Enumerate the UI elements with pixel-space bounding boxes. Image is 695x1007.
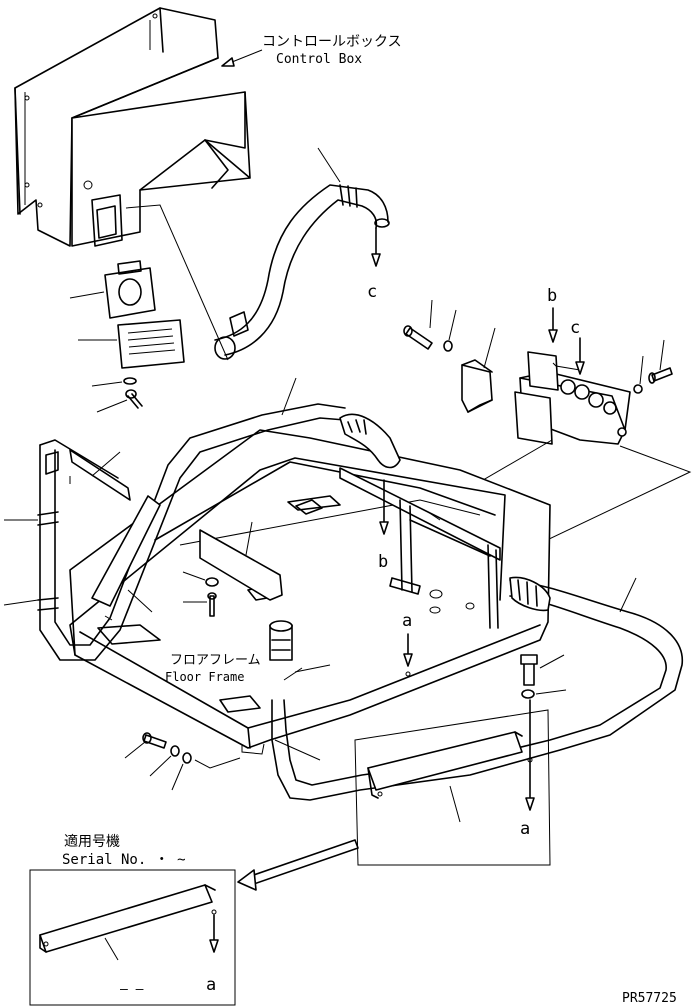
arrow-down-icon bbox=[209, 939, 219, 953]
ref-label-c-upper: c bbox=[367, 282, 377, 302]
ref-label-a-detail: a bbox=[520, 819, 530, 839]
control-box-label-jp: コントロールボックス bbox=[262, 34, 402, 50]
washer-left bbox=[443, 309, 457, 352]
arrow-down-icon bbox=[548, 329, 558, 343]
left-hose-leader-2 bbox=[3, 599, 39, 606]
arrow-down-icon bbox=[403, 653, 413, 667]
bolt-left bbox=[403, 299, 433, 350]
support-stand bbox=[339, 467, 501, 629]
air-grille-upper bbox=[69, 260, 156, 319]
duct-connection-leader bbox=[125, 204, 229, 361]
arrow-down-icon bbox=[525, 797, 535, 811]
washer-bolt-center bbox=[182, 571, 219, 617]
mounting-bracket bbox=[461, 327, 496, 413]
serial-label-en: Serial No. ・ ~ bbox=[62, 852, 186, 868]
arrow-down-icon bbox=[379, 521, 389, 535]
floor-frame-label-jp: フロアフレーム bbox=[170, 653, 261, 668]
detail-box-frame bbox=[354, 709, 551, 866]
frame-cover-center bbox=[199, 521, 283, 601]
valve-block bbox=[514, 351, 631, 445]
detail-part-number: – – bbox=[120, 982, 144, 997]
bolt-right bbox=[648, 339, 673, 384]
serial-label-jp: 適用号機 bbox=[64, 833, 120, 850]
ref-label-a-frame: a bbox=[402, 611, 412, 631]
air-grille-louvered bbox=[78, 319, 185, 369]
serial-detail-arrow bbox=[237, 839, 359, 891]
ref-label-a-serial: a bbox=[206, 975, 216, 995]
ref-label-b-upper: b bbox=[547, 286, 557, 306]
washer-right bbox=[633, 355, 644, 394]
ref-label-b-lower: b bbox=[378, 552, 388, 572]
drawing-number: PR57725 bbox=[622, 991, 677, 1006]
left-cover-leader bbox=[127, 589, 153, 613]
washer-screw-grille bbox=[91, 377, 143, 413]
washer-lower-right bbox=[521, 689, 567, 699]
arrow-down-icon bbox=[371, 253, 381, 267]
left-bracket-cover bbox=[69, 449, 161, 621]
arrow-down-icon bbox=[575, 361, 585, 375]
floor-frame bbox=[69, 429, 551, 755]
control-box-arrow-icon bbox=[221, 57, 235, 67]
main-duct-right bbox=[269, 576, 684, 801]
upper-duct-hose bbox=[214, 147, 390, 360]
ref-point-a bbox=[405, 671, 411, 677]
ref-label-c-lower: c bbox=[570, 318, 580, 338]
control-box-label-en: Control Box bbox=[276, 52, 362, 67]
control-box bbox=[14, 7, 251, 247]
valve-to-frame-leader bbox=[504, 445, 692, 561]
bolt-washers-lower-left bbox=[124, 732, 241, 791]
floor-frame-label-en: Floor Frame bbox=[165, 670, 244, 684]
bolt-lower-right bbox=[520, 654, 565, 686]
serial-detail-box bbox=[29, 869, 236, 1006]
